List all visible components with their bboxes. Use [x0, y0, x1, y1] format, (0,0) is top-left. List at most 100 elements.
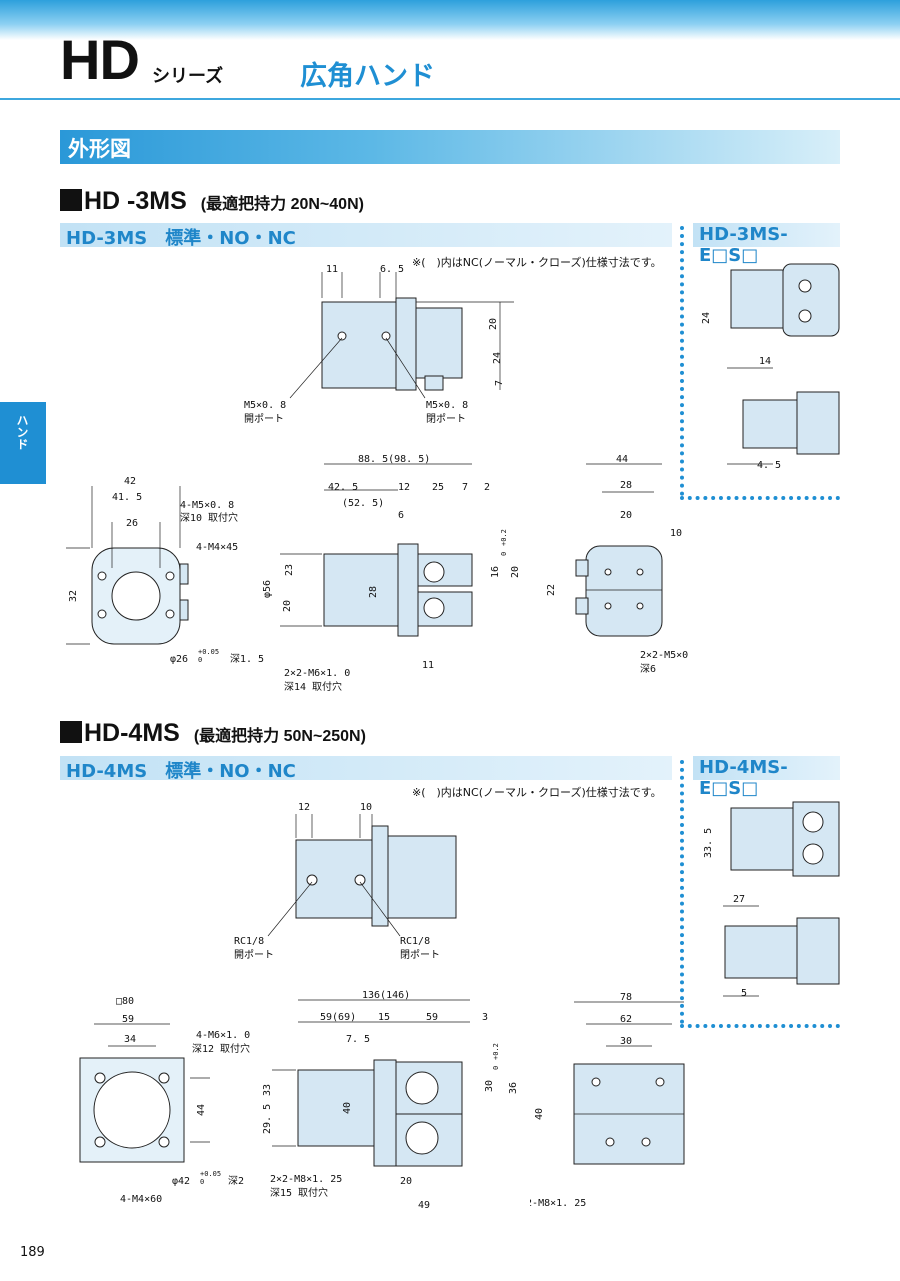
dim-52-5: (52. 5): [342, 498, 384, 509]
dim-7: 7: [462, 482, 468, 493]
dim-30: 30: [484, 1080, 495, 1092]
end-port-1: [179, 563, 189, 585]
hd4-model-name: HD-4MS: [84, 719, 180, 747]
right-port-upper: [575, 559, 589, 577]
dim-59: 59: [122, 1014, 134, 1025]
tap1-depth: 深12 取付穴: [192, 1042, 250, 1055]
end-bore: [111, 571, 161, 621]
tap2-size: 4-M4×60: [120, 1194, 162, 1205]
opt-body: [730, 269, 784, 329]
hd4-force: (最適把持力 50N~250N): [193, 728, 366, 745]
dim-44: 44: [196, 1104, 207, 1116]
right-tap-depth: 深6: [640, 663, 656, 675]
hd4-variant-bar: HD-4MS 標準・NO・NC: [60, 756, 672, 782]
dim-23: 23: [284, 564, 295, 576]
dim-6: 6: [398, 510, 404, 521]
hd4-variant-label: HD-4MS 標準・NO・NC: [66, 761, 296, 782]
dim-16-tol-upper: +0.2: [500, 529, 508, 546]
dim-27: 27: [733, 894, 745, 905]
open-port-size: RC1/8: [234, 936, 264, 947]
flange-rect: [395, 297, 417, 391]
hd3-force: (最適把持力 20N~40N): [200, 196, 364, 213]
close-port-label: 閉ポート: [400, 949, 440, 961]
hd3-dotted-divider: [680, 226, 684, 496]
bore-depth: 深1. 5: [230, 653, 264, 665]
front-pivot-upper: [423, 561, 445, 583]
page-number: 189: [20, 1245, 45, 1260]
front-body: [297, 1069, 375, 1147]
tap2-size: 4-M4×45: [196, 542, 238, 553]
hd4-model-heading: HD-4MS (最適把持力 50N~250N): [60, 719, 366, 748]
close-port-label: 閉ポート: [426, 413, 466, 425]
side-tab[interactable]: ハンド: [0, 402, 46, 484]
open-port-label: 開ポート: [234, 949, 274, 961]
dim-20: 20: [282, 600, 293, 612]
dim-42-5: 42. 5: [328, 482, 358, 493]
heading-square-icon: [60, 721, 82, 743]
dim-10: 10: [670, 528, 682, 539]
bore-tol-upper: +0.05: [200, 1170, 221, 1178]
hd3-variant-bar: HD-3MS 標準・NO・NC: [60, 223, 672, 249]
hd3-end-view: 42 41. 5 26 32 4-M5×0. 8 深10 取付穴 4-M4×45…: [66, 476, 264, 665]
series-word: シリーズ: [152, 66, 224, 87]
hd3-top-view: 11 6. 5 20 24 7 M5×0. 8 開ポート M5×0. 8 閉ポー…: [244, 264, 514, 425]
dim-20-right: 20: [510, 566, 521, 578]
hd4-front-view: 136(146) 59(69) 15 59 3 7. 5 33 29. 5 40…: [262, 990, 519, 1211]
dim-20: 20: [488, 318, 499, 330]
open-port-hole: [306, 874, 318, 886]
tap1-depth: 深10 取付穴: [180, 511, 238, 524]
dim-4-5: 4. 5: [757, 460, 781, 471]
front-pivot-lower: [423, 597, 445, 619]
dim-88-5: 88. 5(98. 5): [358, 454, 430, 465]
side-tab-label: ハンド: [15, 414, 29, 450]
dim-16-tol-lower: 0: [500, 552, 508, 556]
open-port-hole: [337, 331, 347, 341]
dim-11: 11: [422, 660, 434, 671]
end-port-2: [179, 599, 189, 621]
dim-12: 12: [398, 482, 410, 493]
dim-10: 10: [360, 802, 372, 813]
open-port-label: 開ポート: [244, 413, 284, 425]
series-code: HD: [60, 28, 140, 91]
dim-40: 40: [534, 1108, 545, 1120]
close-port-size: M5×0. 8: [426, 400, 468, 411]
front-body: [323, 553, 399, 627]
bore-dia: φ26: [170, 654, 188, 665]
open-port-size: M5×0. 8: [244, 400, 286, 411]
front-tap-depth: 深15 取付穴: [270, 1186, 328, 1199]
end-bore: [93, 1071, 171, 1149]
tap1-size: 4-M6×1. 0: [196, 1030, 250, 1041]
front-plate-upper: [405, 1071, 439, 1105]
dim-30: 30: [620, 1036, 632, 1047]
section-title: 外形図: [68, 137, 131, 161]
dim-16: 16: [490, 566, 501, 578]
opt2-head: [796, 391, 840, 455]
dim-29-5: 29. 5: [262, 1104, 273, 1134]
header-rule: [0, 98, 900, 100]
front-flange: [373, 1059, 397, 1167]
dim-7: 7: [494, 380, 505, 386]
dim-33: 33: [262, 1084, 273, 1096]
dim-42: 42: [124, 476, 136, 487]
dim-6-5: 6. 5: [380, 264, 404, 275]
hd4-end-view: □80 59 34 44 4-M6×1. 0 深12 取付穴 φ42 +0.05…: [79, 996, 250, 1205]
dim-phi56: φ56: [262, 580, 273, 598]
dim-25: 25: [432, 482, 444, 493]
hd4-top-view: 12 10 RC1/8 開ポート RC1/8 閉ポート: [234, 802, 457, 961]
hd3-model-name: HD -3MS: [84, 187, 187, 215]
header-gradient: [0, 0, 900, 40]
hd4-dotted-divider: [680, 760, 684, 1024]
dim-62: 62: [620, 1014, 632, 1025]
jaw-rect: [415, 307, 463, 379]
dim-32: 32: [68, 590, 79, 602]
dim-28: 28: [368, 586, 379, 598]
bore-tol-lower: 0: [200, 1178, 204, 1186]
hd3-front-view: 88. 5(98. 5) 42. 5 (52. 5) 12 25 7 2 6 2…: [262, 454, 521, 693]
hd3-note: ※( )内はNC(ノーマル・クローズ)仕様寸法です。: [412, 256, 662, 269]
hd4-option-bar: HD-4MS-E□S□: [693, 756, 840, 799]
hd4-note: ※( )内はNC(ノーマル・クローズ)仕様寸法です。: [412, 786, 662, 799]
dim-34: 34: [124, 1034, 136, 1045]
dim-36: 36: [508, 1082, 519, 1094]
dim-136: 136(146): [362, 990, 410, 1001]
heading-square-icon: [60, 189, 82, 211]
